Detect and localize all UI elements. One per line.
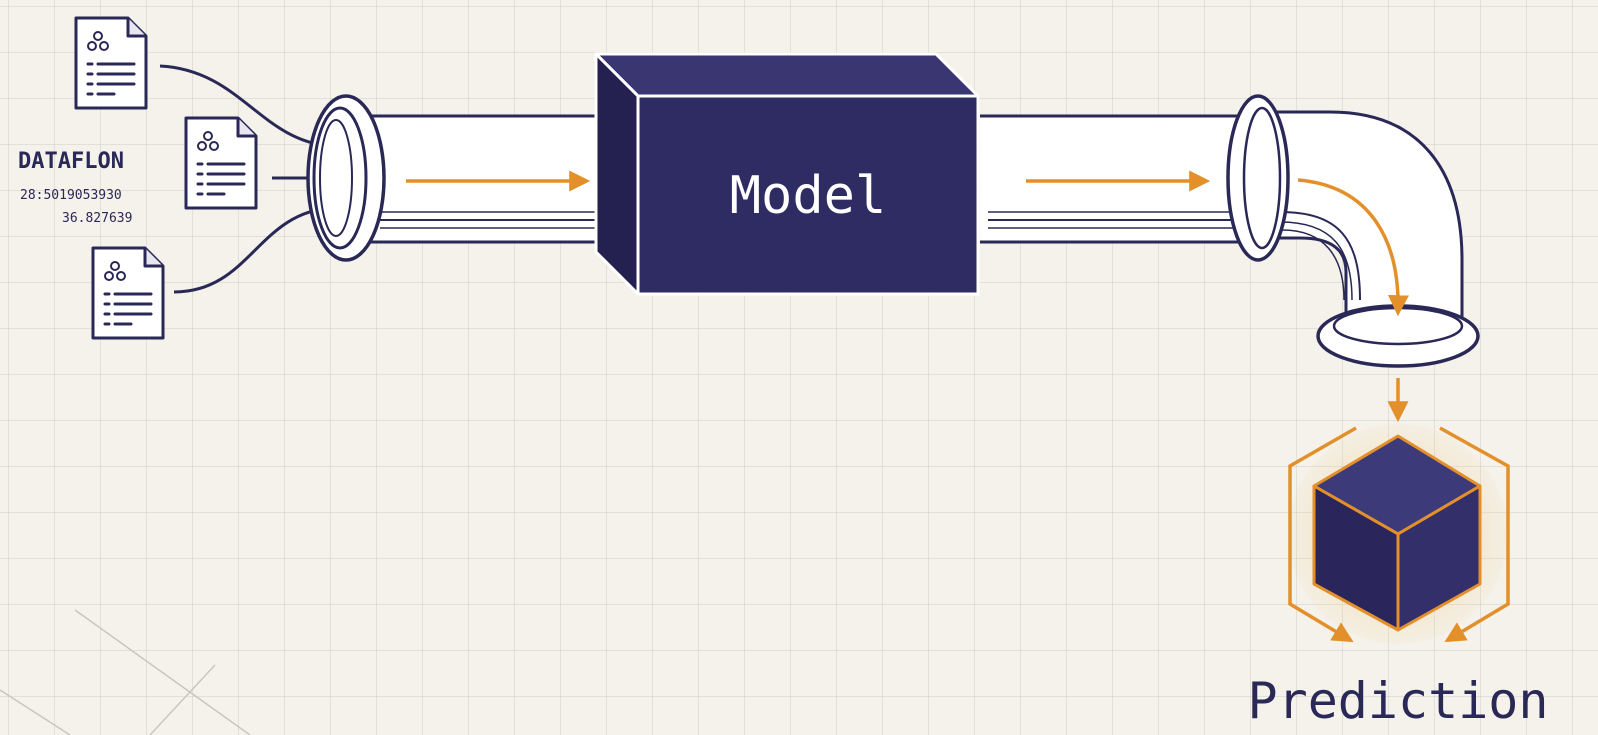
pipe-flange-left xyxy=(306,94,386,262)
dataflow-value-2: 36.827639 xyxy=(62,211,132,226)
document-icon xyxy=(184,116,258,210)
sketch-lines xyxy=(0,609,251,735)
cube-icon xyxy=(1288,424,1510,644)
dataflow-title: DATAFLON xyxy=(18,149,124,174)
prediction-label: Prediction xyxy=(1247,672,1548,730)
output-pipe xyxy=(980,114,1249,244)
document-icon xyxy=(74,16,148,110)
document-icon xyxy=(91,246,165,340)
input-pipe xyxy=(350,114,627,244)
pipe-flange-bottom xyxy=(1316,304,1480,368)
flow-arrow-3 xyxy=(1297,178,1409,317)
model-label: Model xyxy=(730,166,887,226)
elbow-pipe xyxy=(1268,110,1464,324)
pipe-flange-right xyxy=(1226,94,1290,262)
dataflow-value-1: 28:5019053930 xyxy=(20,188,122,203)
model-box xyxy=(594,52,980,296)
